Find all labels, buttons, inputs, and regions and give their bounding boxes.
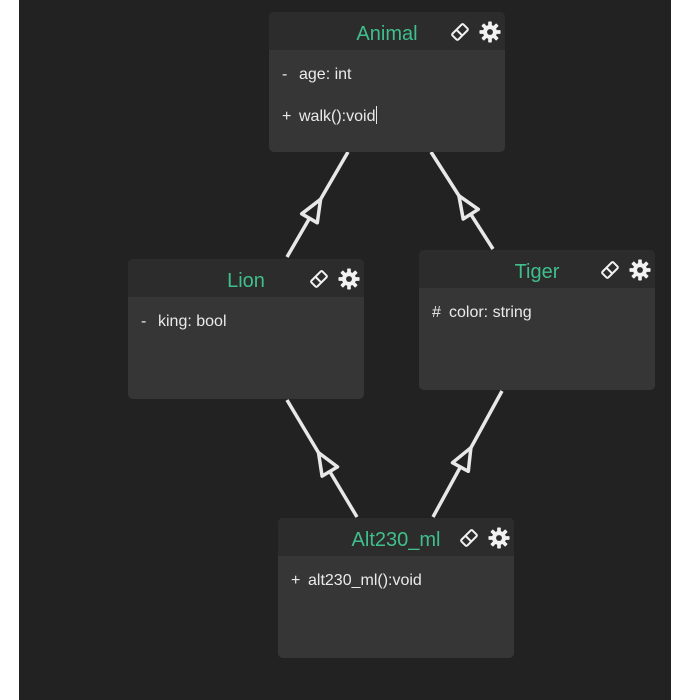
member-list: - king: bool: [128, 297, 364, 343]
inheritance-arrowhead: [316, 450, 340, 478]
member-text[interactable]: alt230_ml():void: [308, 572, 422, 589]
class-node-tiger[interactable]: Tiger # color: string: [419, 250, 655, 390]
eraser-icon[interactable]: [458, 527, 480, 549]
class-name[interactable]: Tiger: [514, 261, 560, 283]
eraser-icon[interactable]: [599, 259, 621, 281]
member-text-editing[interactable]: walk():void: [299, 96, 378, 138]
class-name[interactable]: Alt230_ml: [351, 529, 441, 551]
member-text[interactable]: color: string: [449, 304, 532, 321]
eraser-icon[interactable]: [449, 21, 471, 43]
gear-icon[interactable]: [479, 21, 501, 43]
text-cursor: [376, 106, 378, 124]
member-text[interactable]: age: int: [299, 66, 352, 83]
inheritance-arrowhead: [457, 193, 481, 221]
eraser-icon[interactable]: [308, 268, 330, 290]
gear-icon[interactable]: [338, 268, 360, 290]
gear-icon[interactable]: [488, 527, 510, 549]
class-header[interactable]: Alt230_ml: [278, 518, 514, 556]
class-header[interactable]: Tiger: [419, 250, 655, 288]
member-row[interactable]: - age: int: [269, 54, 505, 96]
member-visibility: -: [141, 313, 147, 330]
member-list: # color: string: [419, 288, 655, 334]
member-text-value[interactable]: walk():void: [299, 108, 376, 125]
class-header[interactable]: Animal: [269, 12, 505, 50]
member-list: - age: int + walk():void: [269, 50, 505, 138]
member-visibility: -: [282, 66, 288, 83]
class-node-alt230-ml[interactable]: Alt230_ml + alt230_ml():void: [278, 518, 514, 658]
class-node-lion[interactable]: Lion - king: bool: [128, 259, 364, 399]
inheritance-arrowhead: [450, 445, 473, 474]
class-name[interactable]: Lion: [227, 270, 265, 292]
class-header[interactable]: Lion: [128, 259, 364, 297]
member-visibility: +: [282, 108, 292, 125]
member-visibility: +: [291, 572, 301, 589]
member-row[interactable]: + alt230_ml():void: [278, 560, 514, 602]
member-text[interactable]: king: bool: [158, 313, 227, 330]
class-name[interactable]: Animal: [356, 23, 418, 45]
member-visibility: #: [432, 304, 441, 321]
member-row[interactable]: + walk():void: [269, 96, 505, 138]
class-node-animal[interactable]: Animal - age: int + walk():void: [269, 12, 505, 152]
gear-icon[interactable]: [629, 259, 651, 281]
inheritance-arrowhead: [299, 197, 323, 225]
member-row[interactable]: - king: bool: [128, 301, 364, 343]
member-list: + alt230_ml():void: [278, 556, 514, 602]
member-row[interactable]: # color: string: [419, 292, 655, 334]
